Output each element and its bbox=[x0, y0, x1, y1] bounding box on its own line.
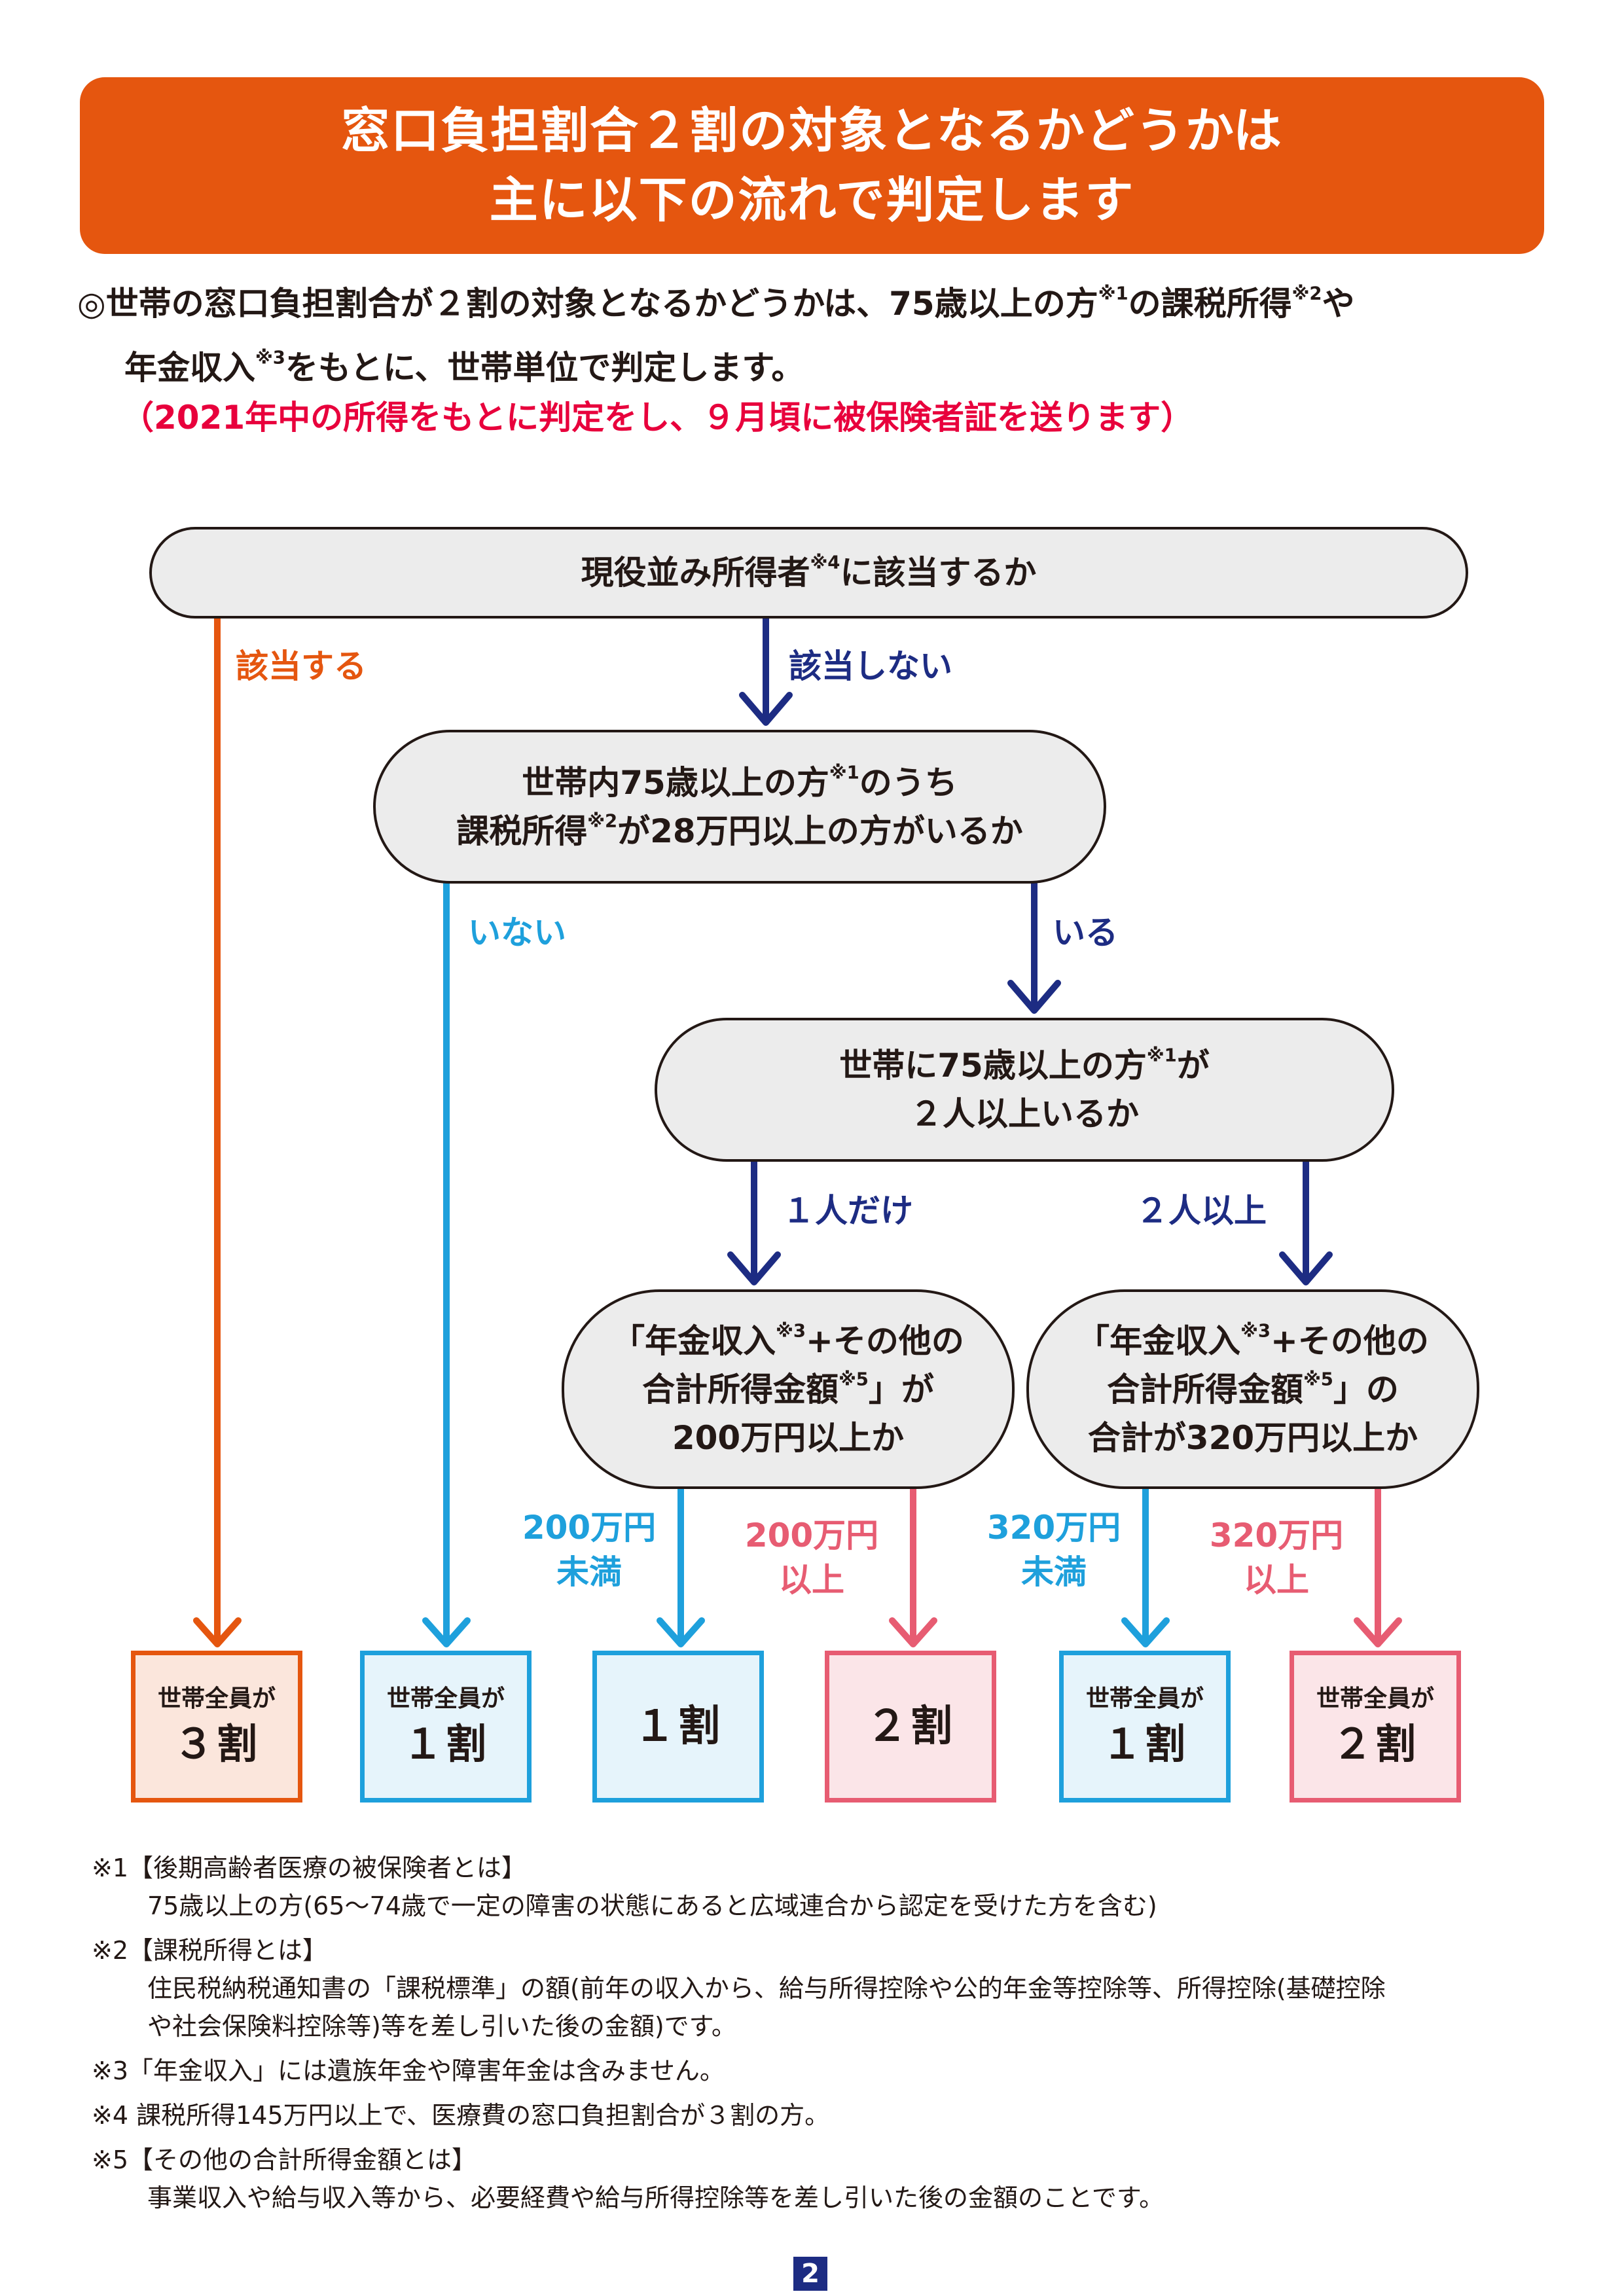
footnote-5-text: 事業収入や給与収入等から、必要経費や給与所得控除等を差し引いた後の金額のことです… bbox=[147, 2183, 1164, 2212]
label-applicable: 該当する bbox=[236, 647, 367, 685]
footnote-2-heading: ※2【課税所得とは】 bbox=[92, 1936, 328, 1965]
footnote-2-text-2: や社会保険料控除等)等を差し引いた後の金額)です。 bbox=[147, 2012, 736, 2041]
label-exists: いる bbox=[1053, 914, 1118, 952]
q4-income-200-node: 「年金収入※3+その他の 合計所得金額※5」が 200万円以上か bbox=[562, 1289, 1015, 1489]
determination-note: （2021年中の所得をもとに判定をし、９月頃に被保険者証を送ります） bbox=[121, 399, 1194, 437]
result-10pct: １割 bbox=[592, 1651, 764, 1803]
result-20pct: ２割 bbox=[825, 1651, 996, 1803]
footnote-3: ※3「年金収入」には遺族年金や障害年金は含みません。 bbox=[92, 2056, 725, 2085]
arrow-under-320 bbox=[1121, 1486, 1170, 1647]
footnotes: ※1【後期高齢者医療の被保険者とは】 75歳以上の方(65～74歳で一定の障害の… bbox=[92, 1849, 1571, 2217]
page-number: 2 bbox=[793, 2257, 827, 2291]
title-line-2: 主に以下の流れで判定します bbox=[489, 172, 1135, 228]
title-banner: 窓口負担割合２割の対象となるかどうかは 主に以下の流れで判定します bbox=[80, 77, 1544, 254]
intro-text: ◎世帯の窓口負担割合が２割の対象となるかどうかは、75歳以上の方※1の課税所得※… bbox=[77, 272, 1557, 400]
label-over-200: 200万円以上 bbox=[744, 1516, 879, 1599]
arrow-applicable bbox=[193, 615, 242, 1647]
result-household-30pct: 世帯全員が ３割 bbox=[131, 1651, 302, 1803]
label-none: いない bbox=[468, 914, 566, 952]
arrow-one-only bbox=[727, 1158, 781, 1285]
footnote-5-heading: ※5【その他の合計所得金額とは】 bbox=[92, 2145, 477, 2174]
result-household-10pct-a: 世帯全員が １割 bbox=[360, 1651, 532, 1803]
arrow-exists bbox=[1007, 880, 1061, 1014]
result-household-20pct: 世帯全員が ２割 bbox=[1290, 1651, 1461, 1803]
arrow-under-200 bbox=[657, 1486, 705, 1647]
q3-elderly-count-node: 世帯に75歳以上の方※1が ２人以上いるか bbox=[655, 1018, 1394, 1162]
footnote-1-text: 75歳以上の方(65～74歳で一定の障害の状態にあると広域連合から認定を受けた方… bbox=[147, 1892, 1157, 1920]
arrow-over-200 bbox=[889, 1486, 937, 1647]
label-over-320: 320万円以上 bbox=[1209, 1516, 1344, 1599]
arrow-two-or-more bbox=[1279, 1158, 1333, 1285]
label-not-applicable: 該当しない bbox=[789, 647, 952, 685]
label-under-200: 200万円未満 bbox=[522, 1509, 657, 1591]
intro-l1a: ◎世帯の窓口負担割合が２割の対象となるかどうかは、75歳以上の方 bbox=[77, 285, 1098, 323]
footnote-2-text-1: 住民税納税通知書の「課税標準」の額(前年の収入から、給与所得控除や公的年金等控除… bbox=[147, 1974, 1386, 2003]
intro-line-2: 年金収入※3をもとに、世帯単位で判定します。 bbox=[124, 347, 804, 387]
arrow-not-applicable bbox=[739, 615, 793, 726]
footnote-4: ※4 課税所得145万円以上で、医療費の窓口負担割合が３割の方。 bbox=[92, 2101, 830, 2130]
q5-income-320-node: 「年金収入※3+その他の 合計所得金額※5」の 合計が320万円以上か bbox=[1026, 1289, 1479, 1489]
footnote-1-heading: ※1【後期高齢者医療の被保険者とは】 bbox=[92, 1854, 527, 1882]
label-two-or-more: ２人以上 bbox=[1136, 1192, 1267, 1230]
label-under-320: 320万円未満 bbox=[986, 1509, 1121, 1591]
flow-connectors bbox=[193, 615, 1402, 1647]
arrow-over-320 bbox=[1354, 1486, 1402, 1647]
result-household-10pct-b: 世帯全員が １割 bbox=[1059, 1651, 1231, 1803]
q2-taxable-income-node: 世帯内75歳以上の方※1のうち 課税所得※2が28万円以上の方がいるか bbox=[373, 730, 1106, 884]
q1-active-income-node: 現役並み所得者※4に該当するか bbox=[149, 527, 1468, 619]
label-one-only: １人だけ bbox=[782, 1192, 913, 1230]
title-line-1: 窓口負担割合２割の対象となるかどうかは bbox=[341, 103, 1283, 159]
arrow-none bbox=[422, 880, 471, 1647]
